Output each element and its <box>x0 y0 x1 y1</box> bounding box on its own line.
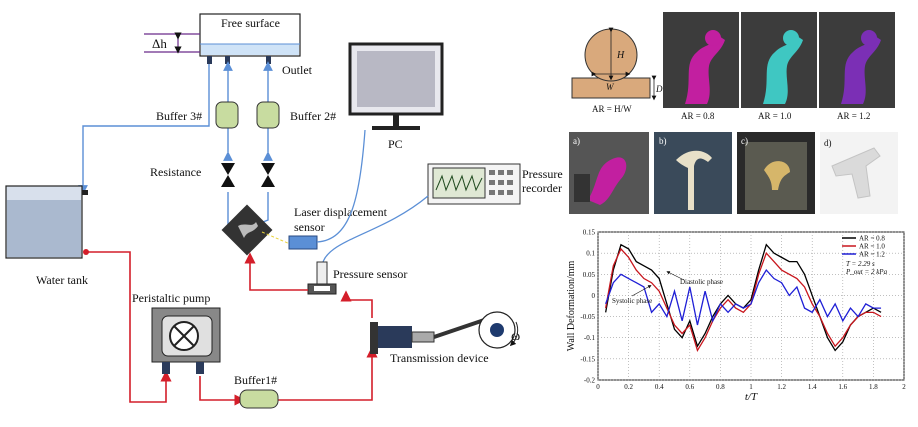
buffer3-label: Buffer 3# <box>156 109 202 123</box>
y-tick-label: -0.15 <box>580 355 595 363</box>
x-tick-label: 1.6 <box>838 383 847 391</box>
y-tick-label: -0.1 <box>584 334 596 342</box>
vessel-0 <box>685 36 725 104</box>
buffer-1 <box>239 389 279 409</box>
diastolic-arrow <box>666 271 685 281</box>
outlet-stub <box>225 56 230 64</box>
resistance-valve-right <box>261 163 275 187</box>
pressure-sensor-label: Pressure sensor <box>333 267 407 281</box>
transmission-device <box>370 311 519 354</box>
x-tick-label: 0.2 <box>624 383 633 391</box>
ar-label-2: AR = 1.2 <box>837 111 870 121</box>
peristaltic-pump-label: Peristaltic pump <box>132 291 210 305</box>
delta-h-indicator <box>144 32 200 54</box>
systolic-arrow <box>631 285 652 297</box>
buffer-2 <box>256 101 280 129</box>
h-label: H <box>616 50 625 61</box>
water-tank <box>5 185 88 259</box>
peristaltic-pump <box>151 307 221 374</box>
legend-label-1: AR = 1.0 <box>859 243 885 251</box>
ar-label-0: AR = 0.8 <box>681 111 715 121</box>
test-section <box>221 204 273 256</box>
ar-formula: AR = H/W <box>592 104 632 114</box>
x-tick-label: 1 <box>749 383 753 391</box>
annotation-systolic: Systolic phase <box>612 297 652 305</box>
laser-sensor <box>288 235 318 250</box>
x-tick-label: 0.8 <box>716 383 725 391</box>
x-tick-label: 0.6 <box>685 383 694 391</box>
outlet-stub <box>266 56 271 64</box>
laser-cable <box>316 129 366 243</box>
buffer-3 <box>215 101 239 129</box>
x-axis-label: t/T <box>745 391 758 403</box>
photo-a <box>569 132 649 214</box>
recorder-cable <box>321 195 429 269</box>
omega-label: ω <box>511 329 520 344</box>
photo-b-label: b) <box>659 136 667 146</box>
y-tick-label: -0.2 <box>584 377 596 385</box>
ar-label-1: AR = 1.0 <box>758 111 792 121</box>
photo-c-label: c) <box>741 136 748 146</box>
tank-outlet-node <box>83 249 89 255</box>
ar-photo-row <box>663 12 895 108</box>
x-tick-label: 1.4 <box>808 383 817 391</box>
x-tick-label: 2 <box>902 383 906 391</box>
free-surface-label: Free surface <box>221 16 280 30</box>
photo-c <box>737 132 815 214</box>
vessel-2 <box>841 36 881 104</box>
buffer1-label: Buffer1# <box>234 373 277 387</box>
w-label: W <box>606 82 615 92</box>
photo-b <box>654 132 732 214</box>
legend-label-0: AR = 0.8 <box>859 235 885 243</box>
pressure-recorder-label-1: Pressure <box>522 167 563 181</box>
annotation-pout: P_out = 2 kPa <box>845 268 888 276</box>
y-tick-label: 0 <box>592 292 596 300</box>
y-tick-label: 0.05 <box>583 271 596 279</box>
blue-pipes <box>78 61 273 229</box>
x-tick-label: 0.4 <box>655 383 664 391</box>
aneurysm-sac-2 <box>861 30 877 46</box>
annotation-diastolic: Diastolic phase <box>680 278 723 286</box>
pc-label: PC <box>388 137 403 151</box>
y-tick-label: -0.05 <box>580 313 595 321</box>
x-tick-label: 1.8 <box>869 383 878 391</box>
aneurysm-sac-1 <box>783 30 799 46</box>
series-line-2 <box>605 268 882 326</box>
delta-h-label: Δh <box>152 36 167 51</box>
outlet-stub <box>207 56 212 64</box>
laser-beam <box>261 231 291 245</box>
x-tick-label: 1.2 <box>777 383 786 391</box>
resistance-valve-left <box>221 163 235 187</box>
pressure-recorder <box>427 163 521 205</box>
y-axis-label: Wall Deformation/mm <box>566 260 577 351</box>
series-line-1 <box>605 247 882 352</box>
laser-sensor-label-1: Laser displacement <box>294 205 388 219</box>
photo-a-label: a) <box>573 136 580 146</box>
y-tick-label: 0.15 <box>583 229 596 237</box>
photo-d-label: d) <box>824 138 832 148</box>
free-surface-tank <box>199 13 301 57</box>
outlet-label: Outlet <box>282 63 313 77</box>
x-tick-label: 0 <box>596 383 600 391</box>
pc-monitor <box>348 42 444 130</box>
annotation-period: T = 2.29 s <box>846 260 875 268</box>
red-pipes <box>84 251 378 406</box>
y-tick-label: 0.1 <box>586 250 595 258</box>
buffer2-label: Buffer 2# <box>290 109 336 123</box>
vessel-1 <box>763 36 803 104</box>
photo-d <box>820 132 898 214</box>
legend-label-2: AR = 1.2 <box>859 251 885 259</box>
aneurysm-shape-diagram <box>571 27 657 101</box>
pressure-recorder-label-2: recorder <box>522 181 562 195</box>
laser-sensor-label-2: sensor <box>294 220 325 234</box>
resistance-label: Resistance <box>150 165 201 179</box>
aneurysm-sac-0 <box>705 30 721 46</box>
d-label: D <box>655 84 663 94</box>
transmission-device-label: Transmission device <box>390 351 489 365</box>
pressure-sensor <box>307 261 337 295</box>
water-tank-label: Water tank <box>36 273 88 287</box>
